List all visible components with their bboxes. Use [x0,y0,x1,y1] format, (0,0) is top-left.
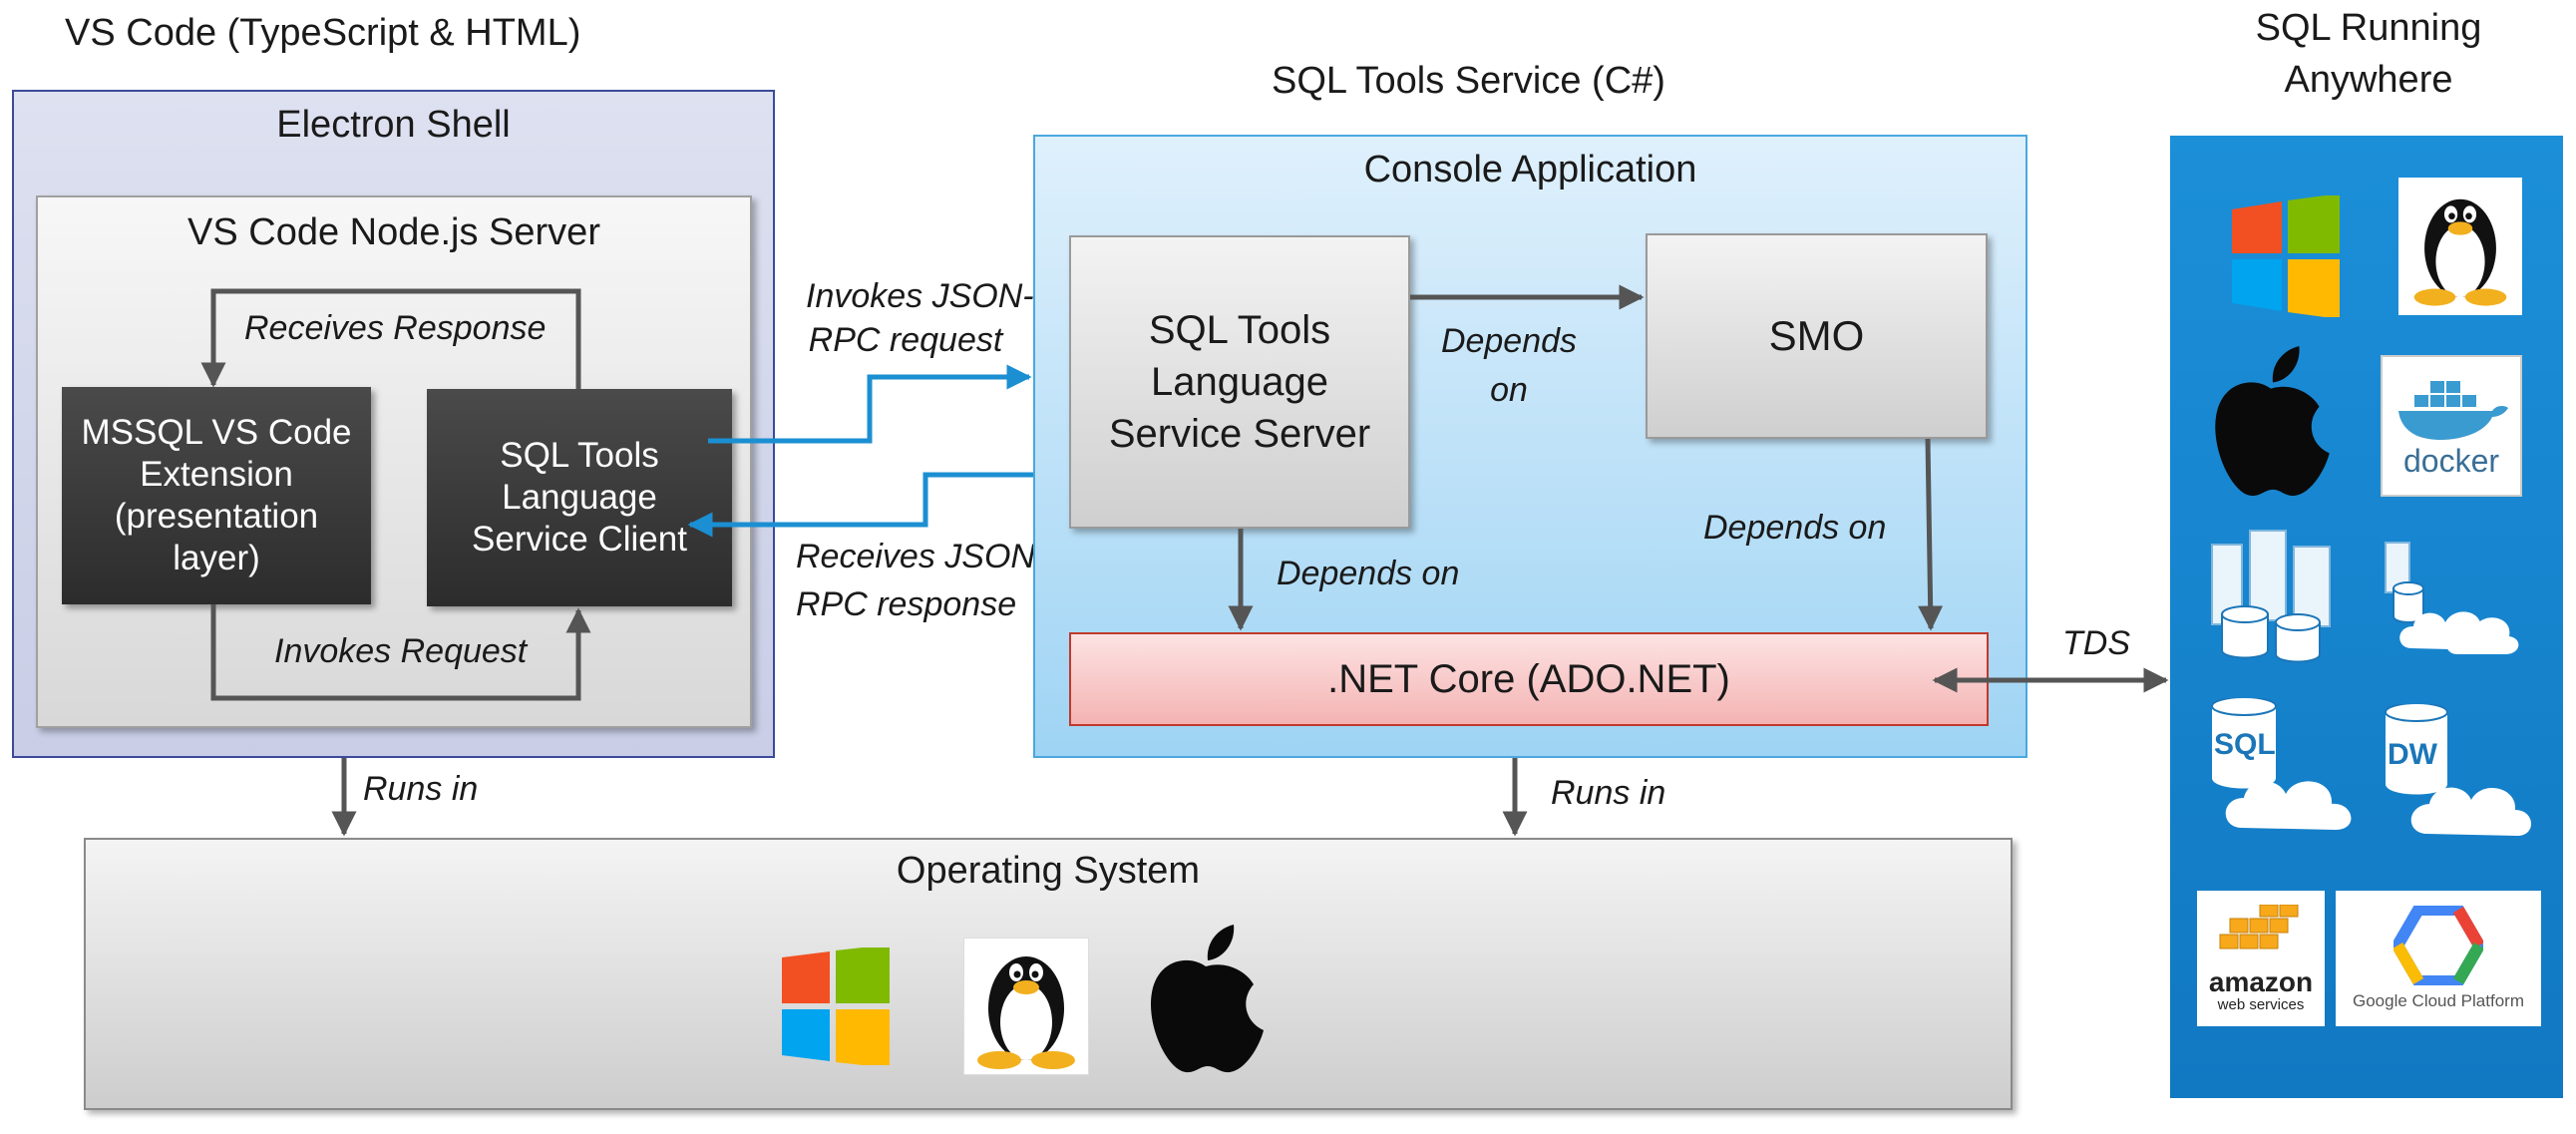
dw-label: DW [2388,738,2437,771]
electron-shell-label: Electron Shell [276,104,511,146]
extension-line-1: MSSQL VS Code [81,413,352,452]
anywhere-hybrid-cloud-icon [2385,542,2519,654]
anywhere-apple-icon [2215,346,2330,497]
smo-label: SMO [1768,312,1865,359]
server-line-3: Service Server [1108,412,1371,456]
extension-line-2: Extension [140,455,293,494]
anywhere-windows-icon [2232,195,2340,317]
language-server-box: SQL Tools Language Service Server [1069,235,1410,529]
os-label: Operating System [896,850,1201,892]
extension-line-4: layer) [173,539,260,577]
anywhere-gcp-icon: Google Cloud Platform [2336,891,2541,1026]
client-line-1: SQL Tools [500,436,659,475]
client-line-2: Language [502,478,657,517]
netcore-label: .NET Core (ADO.NET) [1327,656,1730,701]
receives-response-label: Receives Response [244,309,547,347]
docker-label: docker [2402,443,2500,479]
server-line-2: Language [1151,360,1328,404]
gcp-label: Google Cloud Platform [2353,991,2524,1010]
os-linux-icon [963,938,1089,1075]
os-windows-icon [782,947,890,1065]
extension-line-3: (presentation [114,497,319,536]
runs-in-right-label: Runs in [1551,774,1666,812]
invokes-request-label: Invokes Request [274,632,528,670]
mssql-extension-box: MSSQL VS Code Extension (presentation la… [62,387,371,604]
service-title: SQL Tools Service (C#) [1272,60,1665,102]
receives-rpc-label: Receives JSON-RPC response [796,538,1047,623]
aws-label-2: web services [2217,995,2305,1013]
depends-on-left-label: Depends on [1277,555,1460,592]
invokes-rpc-label: Invokes JSON-RPC request [806,277,1034,360]
client-line-3: Service Client [472,520,687,559]
console-app-label: Console Application [1363,149,1697,190]
depends-on-right-label: Depends on [1703,509,1887,547]
anywhere-aws-icon: amazon web services [2197,891,2325,1026]
sql-label: SQL [2214,728,2276,761]
anywhere-linux-icon [2398,178,2522,315]
anywhere-dw-cloud-icon: DW [2378,704,2537,844]
server-line-1: SQL Tools [1148,308,1331,352]
vscode-title: VS Code (TypeScript & HTML) [65,12,581,54]
aws-label-1: amazon [2208,965,2314,997]
language-client-box: SQL Tools Language Service Client [427,389,732,606]
tds-label: TDS [2062,624,2130,662]
node-server-label: VS Code Node.js Server [187,211,600,253]
anywhere-datacenter-icon [2211,530,2331,663]
anywhere-docker-icon: docker [2381,355,2522,497]
smo-box: SMO [1646,233,1988,439]
anywhere-sql-cloud-icon: SQL [2202,698,2362,838]
os-apple-icon [1150,925,1264,1073]
netcore-box: .NET Core (ADO.NET) [1069,632,1989,726]
runs-in-left-label: Runs in [363,770,479,808]
